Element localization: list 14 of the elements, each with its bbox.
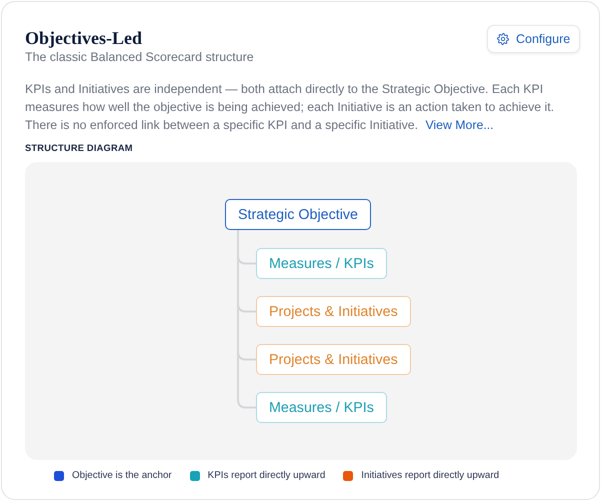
card-title: Objectives-Led [25, 28, 142, 49]
objective-node: Strategic Objective [225, 199, 371, 230]
legend-label: KPIs report directly upward [208, 469, 326, 482]
legend-label: Initiatives report directly upward [361, 469, 500, 482]
subtitle-text: The classic Balanced Scorecard structure [25, 50, 254, 65]
section-heading: STRUCTURE DIAGRAM [25, 142, 133, 154]
initiative-node: Projects & Initiatives [256, 296, 411, 327]
initiative-node: Projects & Initiatives [256, 344, 411, 375]
configure-button: Configure [487, 25, 580, 53]
description-text: KPIs and Initiatives are independent — both attach directly to the Strategic Objective. Each KPI measures how well the objective is being achieved; each Initiative is an action taken to achieve it. There is no enforced link between a specific KPI and a specific Initiative. View More... [25, 81, 556, 134]
kpi-node: Measures / KPIs [256, 392, 387, 423]
kpi-node: Measures / KPIs [256, 248, 387, 279]
legend-label: Objective is the anchor [72, 469, 172, 482]
view-more-link: View More... [425, 118, 494, 132]
